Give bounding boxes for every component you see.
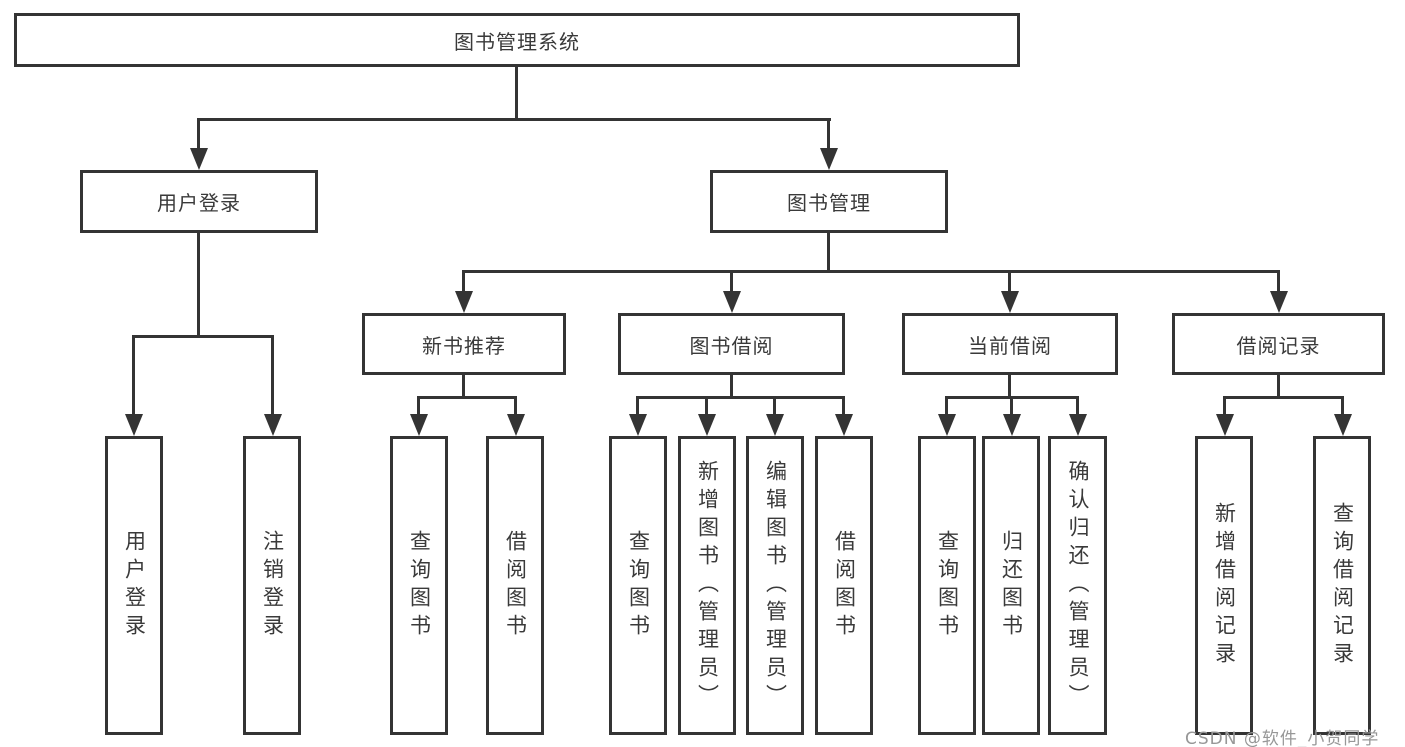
node-book-borrowing: 图书借阅 xyxy=(618,313,845,375)
connector-line xyxy=(945,396,948,416)
connector-line xyxy=(705,396,708,416)
arrowhead xyxy=(1270,291,1288,313)
connector-line xyxy=(462,270,1280,273)
connector-line xyxy=(271,335,274,416)
connector-line xyxy=(636,396,639,416)
arrowhead xyxy=(264,414,282,436)
arrowhead xyxy=(455,291,473,313)
connector-line xyxy=(1277,270,1280,293)
leaf-add-books-admin: 新增图书（管理员） xyxy=(678,436,736,735)
leaf-borrow-books-borrowing: 借阅图书 xyxy=(815,436,873,735)
connector-line xyxy=(514,396,517,416)
connector-line xyxy=(132,335,274,338)
leaf-return-books: 归还图书 xyxy=(982,436,1040,735)
connector-line xyxy=(636,396,845,399)
leaf-confirm-return-admin: 确认归还（管理员） xyxy=(1048,436,1107,735)
node-borrowing-records: 借阅记录 xyxy=(1172,313,1385,375)
connector-line xyxy=(827,118,830,152)
arrowhead xyxy=(629,414,647,436)
connector-line xyxy=(1223,396,1226,416)
connector-line xyxy=(197,118,200,152)
connector-line xyxy=(197,232,200,338)
arrowhead xyxy=(766,414,784,436)
leaf-add-borrow-record: 新增借阅记录 xyxy=(1195,436,1253,735)
connector-line xyxy=(515,66,518,121)
leaf-logout: 注销登录 xyxy=(243,436,301,735)
connector-line xyxy=(1008,270,1011,293)
connector-line xyxy=(197,118,831,121)
connector-line xyxy=(1076,396,1079,416)
connector-line xyxy=(730,374,733,399)
connector-line xyxy=(730,270,733,293)
connector-line xyxy=(1277,374,1280,399)
leaf-query-books-borrowing: 查询图书 xyxy=(609,436,667,735)
leaf-query-books-current: 查询图书 xyxy=(918,436,976,735)
arrowhead xyxy=(723,291,741,313)
leaf-query-borrow-record: 查询借阅记录 xyxy=(1313,436,1371,735)
connector-line xyxy=(462,270,465,293)
arrowhead xyxy=(698,414,716,436)
arrowhead xyxy=(507,414,525,436)
arrowhead xyxy=(1001,291,1019,313)
node-user-login: 用户登录 xyxy=(80,170,318,233)
connector-line xyxy=(827,232,830,273)
arrowhead xyxy=(410,414,428,436)
connector-line xyxy=(1010,396,1013,416)
connector-line xyxy=(417,396,517,399)
node-new-book-recommendation: 新书推荐 xyxy=(362,313,566,375)
node-current-borrowing: 当前借阅 xyxy=(902,313,1118,375)
arrowhead xyxy=(938,414,956,436)
csdn-watermark: CSDN @软件_小贺同学 xyxy=(1185,729,1380,747)
arrowhead xyxy=(835,414,853,436)
connector-line xyxy=(1223,396,1344,399)
connector-line xyxy=(132,335,135,416)
connector-line xyxy=(1008,374,1011,399)
arrowhead xyxy=(1069,414,1087,436)
leaf-borrow-books-recommend: 借阅图书 xyxy=(486,436,544,735)
leaf-user-login: 用户登录 xyxy=(105,436,163,735)
connector-line xyxy=(773,396,776,416)
arrowhead xyxy=(1216,414,1234,436)
connector-line xyxy=(462,374,465,399)
arrowhead xyxy=(820,148,838,170)
connector-line xyxy=(417,396,420,416)
leaf-query-books-recommend: 查询图书 xyxy=(390,436,448,735)
arrowhead xyxy=(1003,414,1021,436)
leaf-edit-books-admin: 编辑图书（管理员） xyxy=(746,436,804,735)
node-root-library-management-system: 图书管理系统 xyxy=(14,13,1020,67)
node-book-management: 图书管理 xyxy=(710,170,948,233)
arrowhead xyxy=(125,414,143,436)
connector-line xyxy=(1341,396,1344,416)
arrowhead xyxy=(190,148,208,170)
connector-line xyxy=(842,396,845,416)
arrowhead xyxy=(1334,414,1352,436)
